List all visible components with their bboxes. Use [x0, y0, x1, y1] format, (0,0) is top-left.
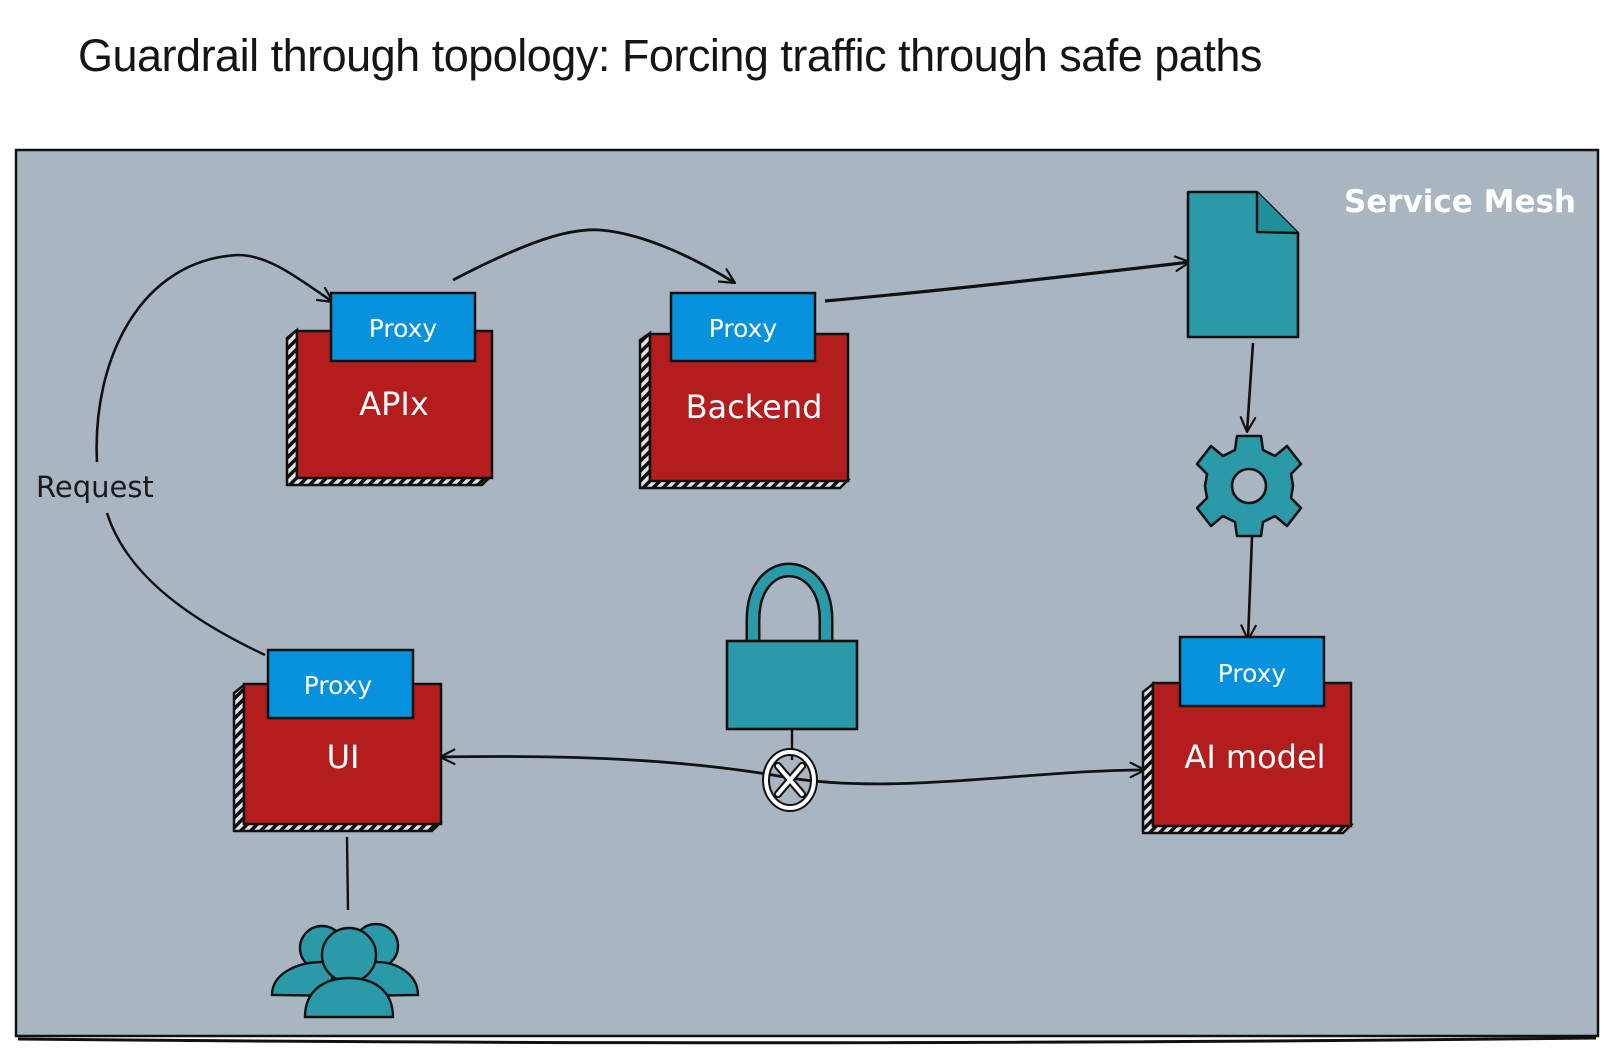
edge-gear-ai-model [1240, 536, 1257, 642]
proxy-ai-model-label: Proxy [1218, 659, 1287, 688]
edge-request-upper [95, 253, 335, 463]
service-ai-model[interactable]: AI model Proxy [1141, 635, 1355, 835]
proxy-ai-model[interactable]: Proxy [1178, 635, 1326, 708]
service-backend-label: Backend [686, 388, 823, 426]
proxy-backend[interactable]: Proxy [669, 291, 817, 363]
edge-backend-document [824, 255, 1192, 303]
service-apix-label: APIx [359, 385, 429, 423]
edge-label-request: Request [36, 470, 154, 504]
proxy-backend-label: Proxy [709, 314, 778, 343]
edge-apix-backend [452, 228, 737, 285]
service-mesh-label: Service Mesh [1344, 184, 1576, 220]
service-ui[interactable]: UI Proxy [232, 648, 444, 833]
users-icon [270, 922, 420, 1019]
edge-users-ui [345, 836, 350, 911]
edge-document-gear [1239, 342, 1257, 434]
proxy-ui[interactable]: Proxy [266, 648, 415, 720]
gear-icon [1195, 434, 1303, 538]
document-icon [1186, 190, 1300, 339]
proxy-apix-label: Proxy [369, 314, 438, 343]
lock-icon [725, 562, 859, 731]
proxy-apix[interactable]: Proxy [329, 291, 477, 363]
service-mesh-container: Service Mesh [14, 148, 1600, 1045]
page-title: Guardrail through topology: Forcing traf… [78, 30, 1262, 81]
service-apix[interactable]: APIx Proxy [285, 291, 494, 487]
blocked-x-icon [762, 748, 818, 812]
service-ui-label: UI [327, 738, 360, 776]
service-backend[interactable]: Backend Proxy [638, 291, 852, 490]
proxy-ui-label: Proxy [304, 671, 373, 700]
edge-request-lower [105, 512, 266, 657]
service-ai-model-label: AI model [1184, 738, 1325, 776]
